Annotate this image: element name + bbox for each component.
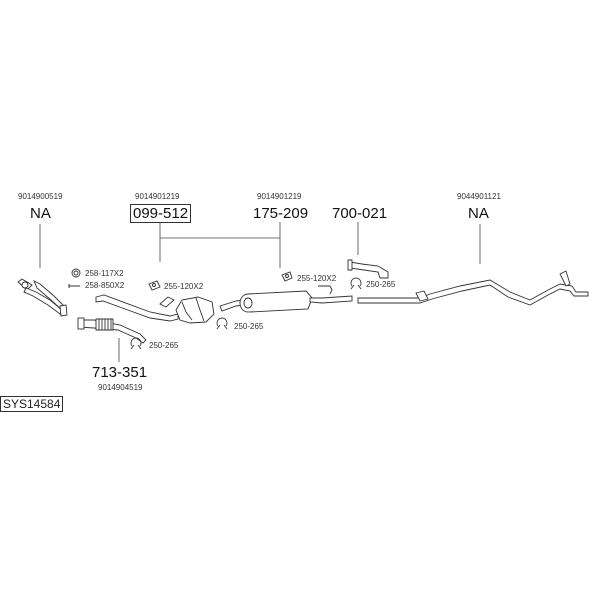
bolt-label: 258-850X2 (85, 281, 125, 290)
gasket-ring-icon (71, 268, 81, 278)
part-ref-p2: 9014901219 (135, 192, 180, 201)
flex-pipe (77, 317, 147, 344)
bracket-icon (148, 280, 161, 291)
clamp-icon (350, 277, 362, 290)
catalytic-converter (95, 294, 215, 324)
clamp-label-b: 250-265 (234, 322, 264, 331)
part-number-p5[interactable]: NA (468, 205, 489, 222)
bracket-label-a: 255-120X2 (164, 282, 204, 291)
clamp-icon (130, 337, 142, 350)
front-downpipe (17, 278, 68, 317)
part-ref-p1: 9014900519 (18, 192, 63, 201)
system-code: SYS14584 (0, 396, 64, 412)
center-muffler (219, 290, 353, 313)
bracket-icon (281, 271, 293, 282)
part-number-p3[interactable]: 175-209 (253, 205, 309, 222)
hanger-icon (318, 285, 333, 295)
tail-connector-pipe (347, 259, 389, 279)
part-number-p1[interactable]: NA (30, 205, 51, 222)
bracket-label-b: 255-120X2 (297, 274, 337, 283)
part-number-p4[interactable]: 700-021 (332, 205, 388, 222)
part-ref-p3: 9014901219 (257, 192, 302, 201)
gasket-label: 258-117X2 (85, 269, 124, 278)
clamp-icon (216, 317, 228, 330)
clamp-label-c: 250-265 (366, 280, 396, 289)
clamp-label-a: 250-265 (149, 341, 179, 350)
part-number-bottom[interactable]: 713-351 (92, 364, 148, 381)
part-ref-bottom: 9014904519 (98, 383, 143, 392)
part-ref-p5: 9044901121 (457, 192, 501, 201)
rear-pipe (357, 270, 589, 306)
part-number-p2[interactable]: 099-512 (130, 204, 192, 223)
bolt-icon (68, 284, 80, 288)
